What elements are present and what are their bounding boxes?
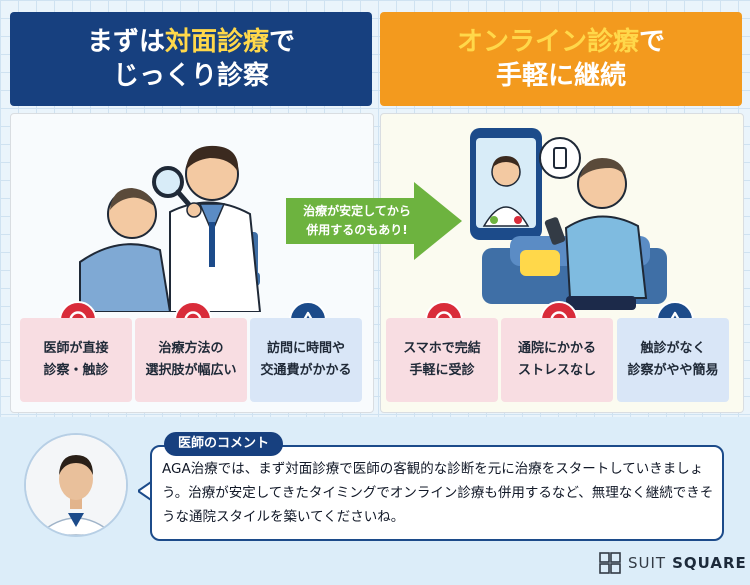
comment-label: 医師のコメント <box>164 432 284 456</box>
left-title-post: で <box>269 27 296 57</box>
right-title-line1: オンライン診療で <box>457 25 665 59</box>
brand-logo: SUIT SQUARE <box>598 551 747 575</box>
online-consultation-illustration <box>470 128 667 310</box>
left-card-3: 訪問に時間や 交通費がかかる <box>250 318 362 402</box>
brand-part2: SQUARE <box>672 554 747 572</box>
doctor-portrait-icon <box>26 435 126 535</box>
transition-arrow <box>286 182 462 260</box>
right-title-highlight-b: 診療 <box>586 27 639 57</box>
comment-text: AGA治療では、まず対面診療で医師の客観的な診断を元に治療をスタートしていきまし… <box>162 461 714 525</box>
doctor-avatar <box>24 433 128 537</box>
left-title-line1: まずは対面診療で <box>87 25 295 59</box>
left-title-line2: じっくり診察 <box>112 61 269 91</box>
right-card-2: 通院にかかる ストレスなし <box>501 318 613 402</box>
suit-square-logo-icon <box>599 552 621 574</box>
right-title-line2: 手軽に継続 <box>495 61 626 91</box>
left-card-1: 医師が直接 診察・触診 <box>20 318 132 402</box>
brand-part1: SUIT <box>628 554 667 572</box>
right-title-highlight-a: オンライン <box>456 27 587 57</box>
comment-bubble <box>150 445 724 541</box>
arrow-text: 治療が安定してから 併用するのもあり! <box>303 204 411 237</box>
left-title: まずは対面診療で じっくり診察 <box>10 12 372 106</box>
right-card-1: スマホで完結 手軽に受診 <box>386 318 498 402</box>
left-title-pre: まずは <box>86 27 165 57</box>
left-title-highlight: 対面診療 <box>164 27 269 57</box>
right-card-3: 触診がなく 診察がやや簡易 <box>617 318 729 402</box>
doctor-examining-patient-illustration <box>79 145 262 312</box>
left-card-2: 治療方法の 選択肢が幅広い <box>135 318 247 402</box>
right-title-post: で <box>639 27 666 57</box>
right-title: オンライン診療で 手軽に継続 <box>380 12 742 106</box>
